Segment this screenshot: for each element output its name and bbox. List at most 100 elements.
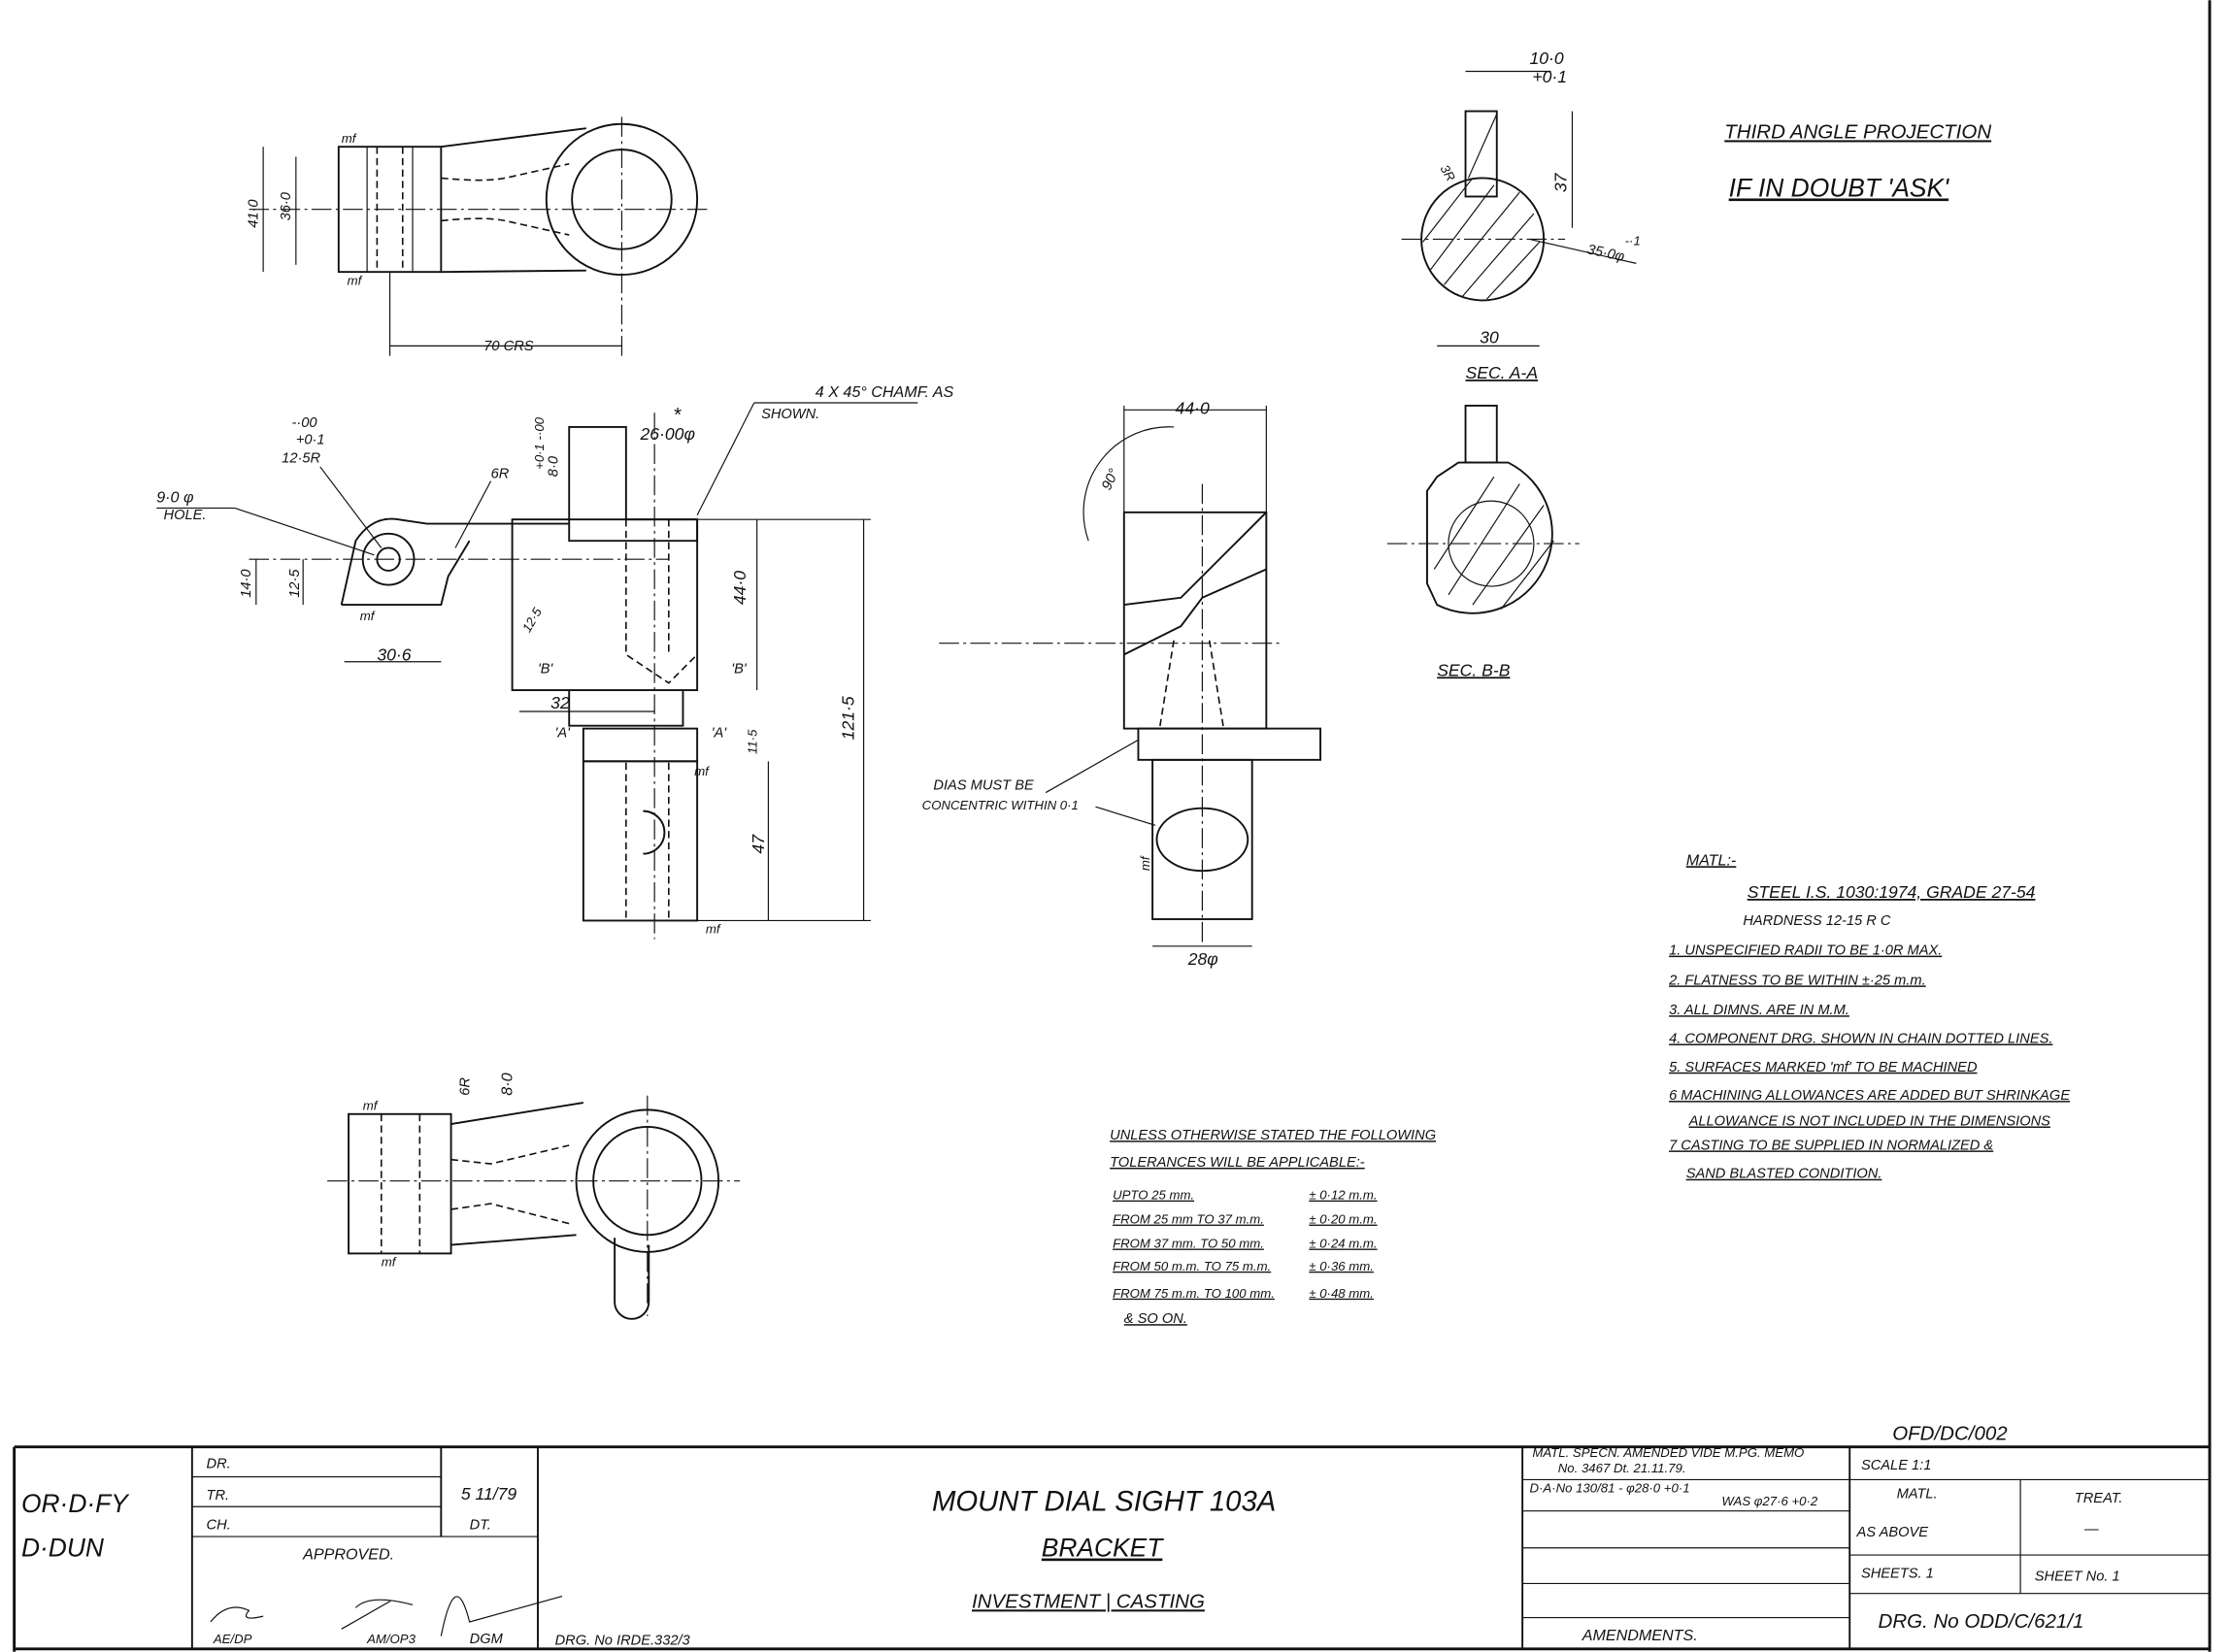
- tolerance-value: ± 0·36 mm.: [1309, 1259, 1374, 1273]
- material-spec: STEEL I.S. 1030:1974, GRADE 27-54: [1748, 882, 2036, 902]
- dim-35: 35·0φ: [1585, 242, 1626, 265]
- note-item: SAND BLASTED CONDITION.: [1686, 1167, 1882, 1182]
- treat-label: TREAT.: [2075, 1491, 2123, 1506]
- dim-36: 36·0: [279, 191, 294, 220]
- process-name: INVESTMENT | CASTING: [972, 1590, 1205, 1612]
- sheet-number: SHEET No. 1: [2035, 1569, 2120, 1584]
- scale-value: SCALE 1:1: [1861, 1458, 1931, 1473]
- radius-tol: +0·1: [296, 432, 325, 447]
- tolerance-row: FROM 50 m.m. TO 75 m.m. ± 0·36 mm.: [1113, 1259, 1374, 1273]
- tolerance-heading-2: TOLERANCES WILL BE APPLICABLE:-: [1110, 1155, 1365, 1171]
- dim-44-side: 44·0: [1176, 399, 1210, 418]
- note-item: 6 MACHINING ALLOWANCES ARE ADDED BUT SHR…: [1669, 1088, 2070, 1104]
- material-notes: MATL:- STEEL I.S. 1030:1974, GRADE 27-54…: [1668, 851, 2070, 1181]
- amendments-label: AMENDMENTS.: [1582, 1627, 1698, 1644]
- section-b-mark: 'B': [538, 661, 554, 677]
- mf-mark: mf: [360, 609, 376, 623]
- tolerance-range: UPTO 25 mm.: [1113, 1188, 1194, 1203]
- tolerance-row: UPTO 25 mm. ± 0·12 m.m.: [1113, 1188, 1378, 1203]
- dim-6r-bottom: 6R: [458, 1077, 474, 1096]
- amendment-2-was: WAS φ27·6 +0·2: [1721, 1494, 1818, 1508]
- drawing-number: DRG. No ODD/C/621/1: [1879, 1610, 2084, 1633]
- dim-10: 10·0: [1529, 49, 1563, 68]
- checked-label: CH.: [207, 1518, 231, 1534]
- hole-note: 9·0 φ: [156, 489, 193, 507]
- part-name: BRACKET: [1042, 1534, 1164, 1563]
- section-b-b: SEC. B-B: [1386, 404, 1580, 679]
- plan-view: 70 CRS 41·0 36·0 mf mf: [246, 116, 712, 356]
- dim-8: 8·0: [547, 455, 562, 477]
- mf-mark: mf: [694, 764, 710, 778]
- bottom-view: 6R 8·0 mf mf: [327, 1073, 741, 1320]
- signatory-am-op3: AM/OP3: [366, 1632, 416, 1646]
- dim-32: 32: [550, 693, 570, 712]
- tolerance-table: UNLESS OTHERWISE STATED THE FOLLOWING TO…: [1110, 1128, 1436, 1327]
- signatory-ae-dp: AE/DP: [213, 1632, 252, 1646]
- title-block: OR·D·FY D·DUN DR. TR. CH. 5 11/79 DT. AP…: [14, 1422, 2211, 1651]
- section-b-mark: 'B': [731, 661, 748, 677]
- section-a-mark: 'A': [712, 725, 728, 741]
- dim-70-crs: 70 CRS: [483, 339, 533, 354]
- tolerance-range: FROM 25 mm TO 37 m.m.: [1113, 1212, 1264, 1227]
- tolerance-range: FROM 75 m.m. TO 100 mm.: [1113, 1286, 1275, 1301]
- tolerance-value: ± 0·24 m.m.: [1309, 1237, 1377, 1251]
- mf-mark: mf: [363, 1098, 379, 1112]
- dim-41: 41·0: [246, 199, 261, 228]
- projection-label: THIRD ANGLE PROJECTION: [1724, 120, 1991, 143]
- dim-121-5: 121·5: [838, 696, 857, 740]
- tolerance-row: FROM 37 mm. TO 50 mm. ± 0·24 m.m.: [1113, 1237, 1378, 1251]
- tolerance-value: ± 0·48 mm.: [1309, 1286, 1374, 1301]
- matl-label: MATL.: [1897, 1486, 1938, 1502]
- dim-37: 37: [1551, 172, 1571, 192]
- dim-radius: 12·5R: [282, 451, 320, 467]
- date-label: DT.: [470, 1518, 491, 1534]
- section-b-b-label: SEC. B-B: [1437, 660, 1510, 679]
- signatory-dgm: DGM: [470, 1632, 504, 1647]
- note-item: 1. UNSPECIFIED RADII TO BE 1·0R MAX.: [1669, 943, 1942, 959]
- dim-10-tol: +0·1: [1532, 67, 1567, 86]
- drawn-label: DR.: [207, 1457, 231, 1472]
- dim-8-tol: +0·1 -·00: [532, 416, 547, 470]
- projection-note: THIRD ANGLE PROJECTION IF IN DOUBT 'ASK': [1724, 120, 1991, 202]
- tolerance-row: FROM 25 mm TO 37 m.m. ± 0·20 m.m.: [1113, 1212, 1378, 1227]
- radius-tol: -·00: [291, 415, 317, 431]
- sheets-count: SHEETS. 1: [1861, 1567, 1934, 1582]
- star-mark: *: [673, 404, 682, 426]
- note-item: ALLOWANCE IS NOT INCLUDED IN THE DIMENSI…: [1688, 1114, 2051, 1130]
- tolerance-row: FROM 75 m.m. TO 100 mm. ± 0·48 mm.: [1113, 1286, 1374, 1301]
- org-location: D·DUN: [21, 1534, 105, 1563]
- matl-value: AS ABOVE: [1856, 1525, 1929, 1540]
- note-item: 4. COMPONENT DRG. SHOWN IN CHAIN DOTTED …: [1669, 1031, 2052, 1046]
- mf-mark: mf: [382, 1255, 397, 1270]
- dim-44: 44·0: [730, 571, 749, 605]
- mf-mark: mf: [1138, 855, 1152, 871]
- hole-note-2: HOLE.: [164, 508, 207, 523]
- dim-35-tol: -·1: [1625, 233, 1641, 248]
- dim-30: 30: [1480, 327, 1499, 347]
- concentric-note-2: CONCENTRIC WITHIN 0·1: [922, 798, 1079, 812]
- dim-bore: 26·00φ: [640, 424, 695, 444]
- amendment-2: D·A·No 130/81 - φ28·0 +0·1: [1529, 1481, 1689, 1496]
- tolerance-footer: & SO ON.: [1124, 1311, 1187, 1327]
- dim-8-bottom: 8·0: [499, 1073, 516, 1095]
- concentric-note: DIAS MUST BE: [933, 778, 1034, 794]
- dim-6r: 6R: [491, 467, 510, 482]
- mf-mark: mf: [348, 273, 363, 287]
- file-reference: OFD/DC/002: [1892, 1422, 2008, 1444]
- org-name: OR·D·FY: [21, 1489, 130, 1518]
- note-item: 3. ALL DIMNS. ARE IN M.M.: [1669, 1003, 1849, 1018]
- approved-label: APPROVED.: [302, 1545, 394, 1563]
- matl-label: MATL:-: [1686, 851, 1737, 869]
- treat-value: —: [2083, 1522, 2099, 1537]
- chamfer-note: 4 X 45° CHAMF. AS: [816, 383, 954, 401]
- front-view: 26·00φ * 4 X 45° CHAMF. AS SHOWN. 9·0 φ …: [156, 383, 954, 940]
- tolerance-value: ± 0·20 m.m.: [1309, 1212, 1377, 1227]
- tolerance-value: ± 0·12 m.m.: [1309, 1188, 1377, 1203]
- dim-47: 47: [749, 834, 768, 854]
- doubt-label: IF IN DOUBT 'ASK': [1729, 173, 1949, 202]
- reference-drawing-number: DRG. No IRDE.332/3: [555, 1633, 691, 1648]
- amendment-1: MATL. SPECN. AMENDED VIDE M.PG. MEMO: [1532, 1445, 1804, 1460]
- dim-14: 14·0: [239, 569, 254, 598]
- dim-12-5: 12·5: [287, 569, 303, 598]
